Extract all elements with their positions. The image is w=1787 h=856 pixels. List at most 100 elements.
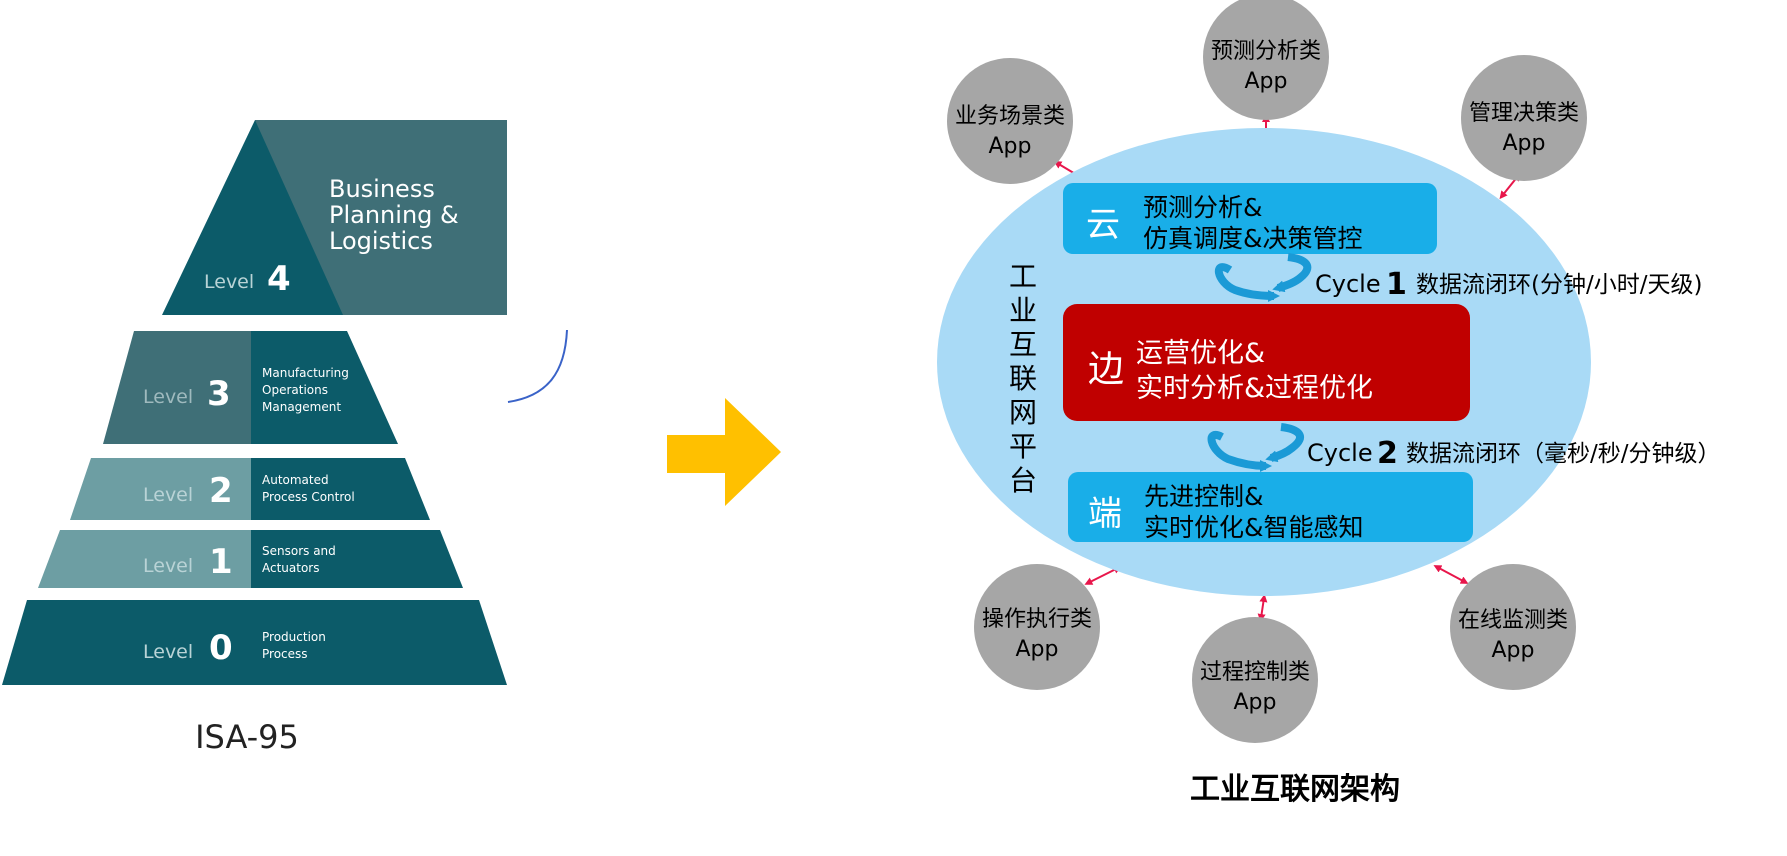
edge-layer-rect bbox=[1063, 304, 1470, 421]
app-bubble-title: 管理决策类 bbox=[1469, 101, 1579, 126]
edge-layer-line-1: 运营优化& bbox=[1136, 338, 1265, 369]
platform-label-char-4: 联 bbox=[1009, 362, 1037, 395]
transition-arrow-icon bbox=[667, 398, 781, 506]
level-3-left bbox=[103, 331, 251, 444]
level-2-desc-line-2: Process Control bbox=[262, 490, 355, 504]
platform-label-char-3: 互 bbox=[1009, 328, 1037, 361]
level-1-desc-line-2: Actuators bbox=[262, 561, 320, 575]
isa95-level-4: Level 4 Business Planning & Logistics bbox=[162, 120, 507, 315]
isa95-level-2: Level 2 Automated Process Control bbox=[70, 458, 430, 520]
level-0-number: 0 bbox=[209, 628, 233, 668]
level-1-word: Level bbox=[143, 555, 193, 577]
platform-label-char-2: 业 bbox=[1009, 294, 1037, 327]
cloud-layer-line-2: 仿真调度&决策管控 bbox=[1143, 224, 1363, 253]
cloud-layer-line-1: 预测分析& bbox=[1143, 193, 1263, 222]
device-layer-line-2: 实时优化&智能感知 bbox=[1144, 513, 1364, 542]
cycle-1-number: 1 bbox=[1386, 267, 1407, 302]
platform-label-char-5: 网 bbox=[1009, 396, 1037, 429]
app-bubble-online-monitoring: 在线监测类 App bbox=[1450, 564, 1576, 690]
app-bubble-circle bbox=[974, 564, 1100, 690]
platform-label-char-6: 平 bbox=[1009, 430, 1037, 463]
app-bubble-title: 操作执行类 bbox=[982, 607, 1092, 632]
cycle-2-number: 2 bbox=[1377, 436, 1398, 471]
app-bubble-circle bbox=[1450, 564, 1576, 690]
app-bubble-predictive-analysis: 预测分析类 App bbox=[1203, 0, 1329, 120]
app-bubble-subtitle: App bbox=[1234, 690, 1277, 715]
level-0-desc-line-2: Process bbox=[262, 647, 308, 661]
level-1-desc-line-1: Sensors and bbox=[262, 544, 336, 558]
cycle-1-word: Cycle bbox=[1315, 270, 1381, 298]
app-bubble-operation-execution: 操作执行类 App bbox=[974, 564, 1100, 690]
platform-label-char-7: 台 bbox=[1009, 464, 1037, 497]
cloud-layer-char: 云 bbox=[1086, 205, 1120, 245]
cycle-2: Cycle 2 数据流闭环（毫秒/秒/分钟级） bbox=[1207, 423, 1721, 472]
connector-arrow-icon bbox=[1433, 565, 1469, 584]
level-3-word: Level bbox=[143, 386, 193, 408]
app-bubble-title: 业务场景类 bbox=[955, 104, 1065, 129]
edge-layer-char: 边 bbox=[1088, 349, 1124, 390]
level-4-desc-line-1: Business bbox=[329, 175, 435, 203]
app-bubble-circle bbox=[1203, 0, 1329, 120]
level-3-right bbox=[251, 331, 398, 444]
level-0-desc-line-1: Production bbox=[262, 630, 326, 644]
level-1-number: 1 bbox=[209, 542, 233, 582]
level-2-number: 2 bbox=[209, 471, 233, 511]
level-2-right bbox=[251, 458, 430, 520]
level-4-number: 4 bbox=[267, 259, 291, 299]
cycle-1-right-arrow-icon bbox=[1272, 253, 1312, 293]
level-4-word: Level bbox=[204, 271, 254, 293]
isa95-level-0: Level 0 Production Process bbox=[2, 600, 507, 685]
app-bubble-subtitle: App bbox=[989, 134, 1032, 159]
app-bubble-title: 过程控制类 bbox=[1200, 660, 1310, 685]
level-0-right bbox=[251, 600, 507, 685]
level-0-word: Level bbox=[143, 641, 193, 663]
app-bubble-circle bbox=[1461, 55, 1587, 181]
connector-arrow-icon bbox=[1257, 594, 1268, 622]
edge-layer-line-2: 实时分析&过程优化 bbox=[1136, 373, 1373, 404]
app-bubble-title: 在线监测类 bbox=[1458, 608, 1568, 633]
app-bubble-management-decision: 管理决策类 App bbox=[1461, 55, 1587, 181]
architecture-title: 工业互联网架构 bbox=[1190, 772, 1400, 807]
app-bubble-business-scenario: 业务场景类 App bbox=[947, 58, 1073, 184]
cycle-1-desc: 数据流闭环(分钟/小时/天级) bbox=[1416, 272, 1702, 298]
isa95-level-1: Level 1 Sensors and Actuators bbox=[38, 530, 463, 588]
level-3-desc-line-1: Manufacturing bbox=[262, 366, 349, 380]
level-2-word: Level bbox=[143, 484, 193, 506]
cycle-2-desc: 数据流闭环（毫秒/秒/分钟级） bbox=[1406, 441, 1721, 467]
level-2-left bbox=[70, 458, 251, 520]
level-3-number: 3 bbox=[207, 374, 231, 414]
level-4-desc-line-2: Planning & bbox=[329, 201, 459, 229]
platform-label: 工 业 互 联 网 平 台 bbox=[1009, 260, 1037, 497]
app-bubbles: 预测分析类 App 业务场景类 App 管理决策类 App 操作执行类 App … bbox=[947, 0, 1587, 743]
iiot-architecture: 工 业 互 联 网 平 台 云 预测分析& 仿真调度&决策管控 Cycle 1 … bbox=[937, 0, 1721, 807]
cycle-2-left-arrow-icon bbox=[1207, 431, 1272, 472]
cycle-2-right-arrow-icon bbox=[1265, 423, 1304, 463]
cycle-1: Cycle 1 数据流闭环(分钟/小时/天级) bbox=[1214, 253, 1702, 302]
app-bubble-subtitle: App bbox=[1245, 69, 1288, 94]
app-bubble-title: 预测分析类 bbox=[1211, 39, 1321, 64]
app-bubble-process-control: 过程控制类 App bbox=[1192, 617, 1318, 743]
app-bubble-subtitle: App bbox=[1016, 637, 1059, 662]
cycle-1-left-arrow-icon bbox=[1214, 263, 1280, 302]
level-3-desc-line-3: Management bbox=[262, 400, 341, 414]
cloud-layer-rect bbox=[1063, 183, 1437, 254]
isa95-caption: ISA-95 bbox=[195, 718, 299, 756]
isa95-level-3: Level 3 Manufacturing Operations Managem… bbox=[103, 331, 398, 444]
level-4-triangle bbox=[162, 120, 343, 315]
app-bubble-subtitle: App bbox=[1503, 131, 1546, 156]
level-1-right bbox=[251, 530, 463, 588]
level-3-desc-line-2: Operations bbox=[262, 383, 328, 397]
app-bubble-circle bbox=[947, 58, 1073, 184]
isa95-pyramid: Level 4 Business Planning & Logistics Le… bbox=[2, 120, 568, 756]
device-layer-rect bbox=[1068, 472, 1473, 542]
decorative-arc bbox=[507, 329, 568, 403]
app-bubble-circle bbox=[1192, 617, 1318, 743]
level-1-left bbox=[38, 530, 251, 588]
device-layer-line-1: 先进控制& bbox=[1144, 482, 1264, 511]
level-4-desc-line-3: Logistics bbox=[329, 227, 433, 255]
edge-layer-box: 边 运营优化& 实时分析&过程优化 bbox=[1063, 304, 1470, 421]
app-bubble-subtitle: App bbox=[1492, 638, 1535, 663]
cloud-layer-box: 云 预测分析& 仿真调度&决策管控 bbox=[1063, 183, 1437, 254]
